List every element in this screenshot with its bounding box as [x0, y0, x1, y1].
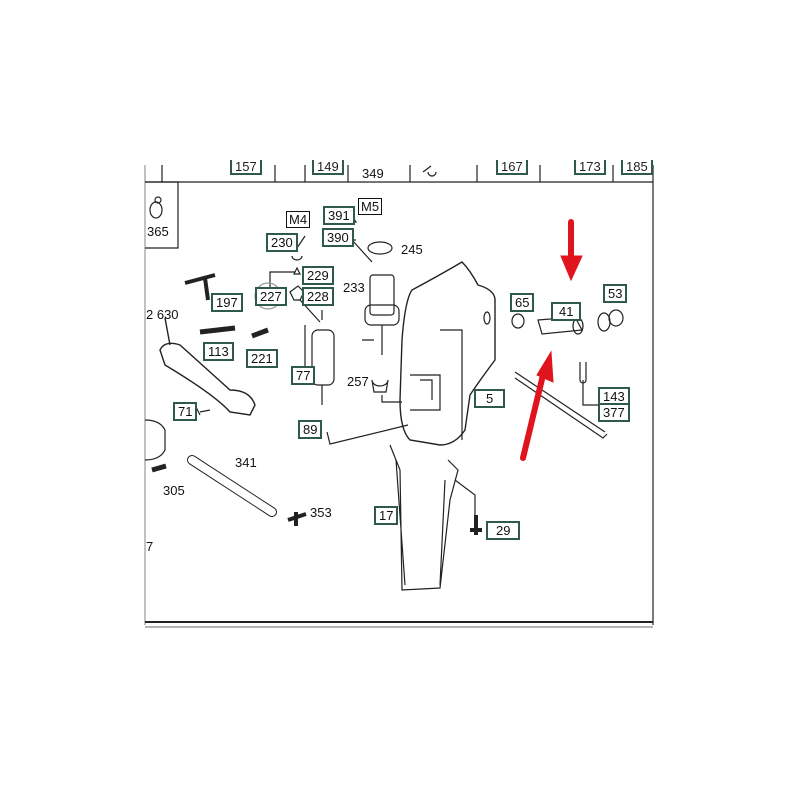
part-label-71[interactable]: 71 [173, 402, 198, 421]
part-label-341: 341 [235, 455, 257, 470]
part-label-41[interactable]: 41 [551, 302, 582, 321]
red-arrow-up [520, 372, 546, 461]
part-label-2630: 2 630 [146, 307, 179, 322]
part-label-7: 7 [146, 539, 154, 554]
top-strip-label: 349 [362, 166, 384, 181]
part-label-305: 305 [163, 483, 185, 498]
part-label-365: 365 [147, 224, 169, 239]
part-label-390[interactable]: 390 [322, 228, 354, 247]
part-label-228[interactable]: 228 [302, 287, 334, 306]
part-label-377[interactable]: 377 [598, 403, 630, 422]
part-label-m4: M4 [286, 211, 311, 228]
part-label-5[interactable]: 5 [474, 389, 506, 408]
part-label-229[interactable]: 229 [302, 266, 334, 285]
top-strip-label: 157 [230, 160, 262, 175]
part-label-230[interactable]: 230 [266, 233, 298, 252]
top-strip-label: 149 [312, 160, 344, 175]
part-label-89[interactable]: 89 [298, 420, 323, 439]
part-label-257: 257 [347, 374, 369, 389]
part-label-77[interactable]: 77 [291, 366, 316, 385]
part-label-221[interactable]: 221 [246, 349, 278, 368]
part-label-113[interactable]: 113 [203, 342, 234, 361]
mounting-strap [389, 444, 459, 591]
part-label-233: 233 [343, 280, 365, 295]
part-label-197[interactable]: 197 [211, 293, 243, 312]
part-label-353: 353 [310, 505, 332, 520]
part-label-227[interactable]: 227 [255, 287, 287, 306]
top-strip-label: 173 [574, 160, 606, 175]
top-strip-label: 167 [496, 160, 528, 175]
part-label-65[interactable]: 65 [510, 293, 535, 312]
part-label-17[interactable]: 17 [374, 506, 399, 525]
washer-tank [399, 261, 496, 446]
part-label-53[interactable]: 53 [603, 284, 628, 303]
part-label-391[interactable]: 391 [323, 206, 355, 225]
part-label-29[interactable]: 29 [486, 521, 521, 540]
part-label-245: 245 [401, 242, 423, 257]
part-label-m5: M5 [358, 198, 383, 215]
top-strip-label: 185 [621, 160, 653, 175]
